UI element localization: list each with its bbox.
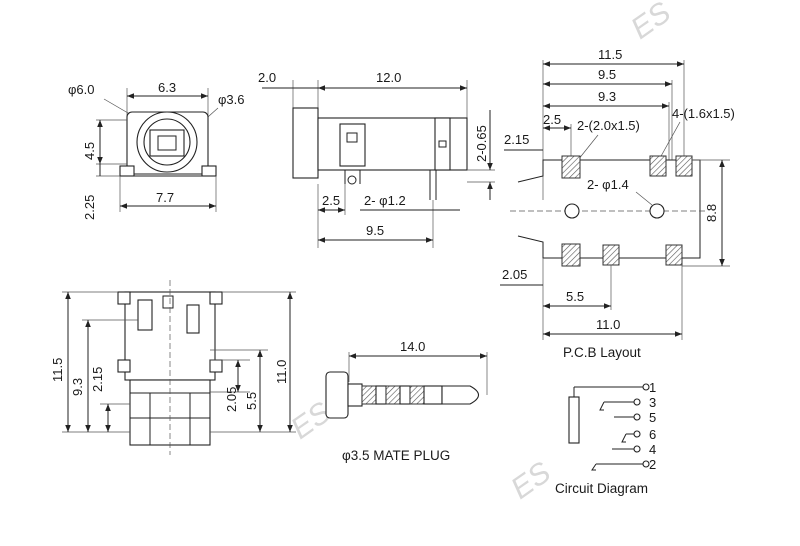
circuit-diagram: 1 3 5 6 4 2 Circuit Diagram	[555, 380, 656, 496]
side-view: 2.0 12.0 2-0.65 2.5 2- φ1.2 9.5	[258, 70, 495, 248]
circuit-pin-label: 2	[649, 457, 656, 472]
pcb-dim-205-label: 2.05	[502, 267, 527, 282]
circuit-pin-label: 4	[649, 442, 656, 457]
bottom-dim-205-label: 2.05	[224, 387, 239, 412]
plug-length-label: 14.0	[400, 339, 425, 354]
circuit-caption: Circuit Diagram	[555, 481, 648, 496]
pcb-hole-diameter-label: 2- φ1.4	[587, 177, 629, 192]
bottom-dim-215-label: 2.15	[90, 367, 105, 392]
front-phi-outer-label: φ6.0	[68, 82, 95, 97]
side-pin-diameter-label: 2- φ1.2	[364, 193, 406, 208]
pcb-pad-small-label: 4-(1.6x1.5)	[672, 106, 735, 121]
pcb-dim-55-label: 5.5	[566, 289, 584, 304]
bottom-dim-55-label: 5.5	[244, 392, 259, 410]
circuit-pin-label: 5	[649, 410, 656, 425]
plug-caption: φ3.5 MATE PLUG	[342, 448, 450, 463]
pcb-layout: 11.5 9.5 9.3 2.5 2-(2.0x1.5) 4-(1.6x1.5)…	[500, 47, 735, 360]
pcb-dim-215-label: 2.15	[504, 132, 529, 147]
side-pin-span-label: 9.5	[366, 223, 384, 238]
pcb-pad-large-label: 2-(2.0x1.5)	[577, 118, 640, 133]
side-pin-thickness-label: 2-0.65	[474, 125, 489, 162]
front-phi-inner-label: φ3.6	[218, 92, 245, 107]
circuit-pin-label: 3	[649, 395, 656, 410]
side-total-length-label: 12.0	[376, 70, 401, 85]
watermark: ES	[505, 456, 557, 506]
pcb-span-93-label: 9.3	[598, 89, 616, 104]
bottom-dim-110-label: 11.0	[274, 360, 289, 384]
pcb-dim-110-label: 11.0	[596, 317, 620, 332]
mate-plug: 14.0 φ3.5 MATE PLUG	[325, 339, 488, 463]
front-height-label: 4.5	[82, 142, 97, 160]
pcb-height-label: 8.8	[704, 204, 719, 222]
pcb-width-total-label: 11.5	[598, 47, 622, 62]
bottom-dim-93-label: 9.3	[70, 378, 85, 396]
front-view: 6.3 φ6.0 φ3.6 4.5 2.25 7.7	[68, 80, 245, 220]
front-width-bottom-label: 7.7	[156, 190, 174, 205]
front-foot-height-label: 2.25	[82, 195, 97, 220]
side-pin-offset-label: 2.5	[322, 193, 340, 208]
front-width-top-label: 6.3	[158, 80, 176, 95]
pcb-span-95-label: 9.5	[598, 67, 616, 82]
side-front-length-label: 2.0	[258, 70, 276, 85]
circuit-pin-label: 6	[649, 427, 656, 442]
watermark: ES	[625, 0, 677, 46]
pcb-dim-25-label: 2.5	[543, 112, 561, 127]
bottom-view: 11.5 9.3 2.15 2.05 5.5 11.0	[50, 280, 296, 455]
bottom-height-total-label: 11.5	[50, 358, 65, 382]
circuit-pin-label: 1	[649, 380, 656, 395]
pcb-caption: P.C.B Layout	[563, 345, 641, 360]
